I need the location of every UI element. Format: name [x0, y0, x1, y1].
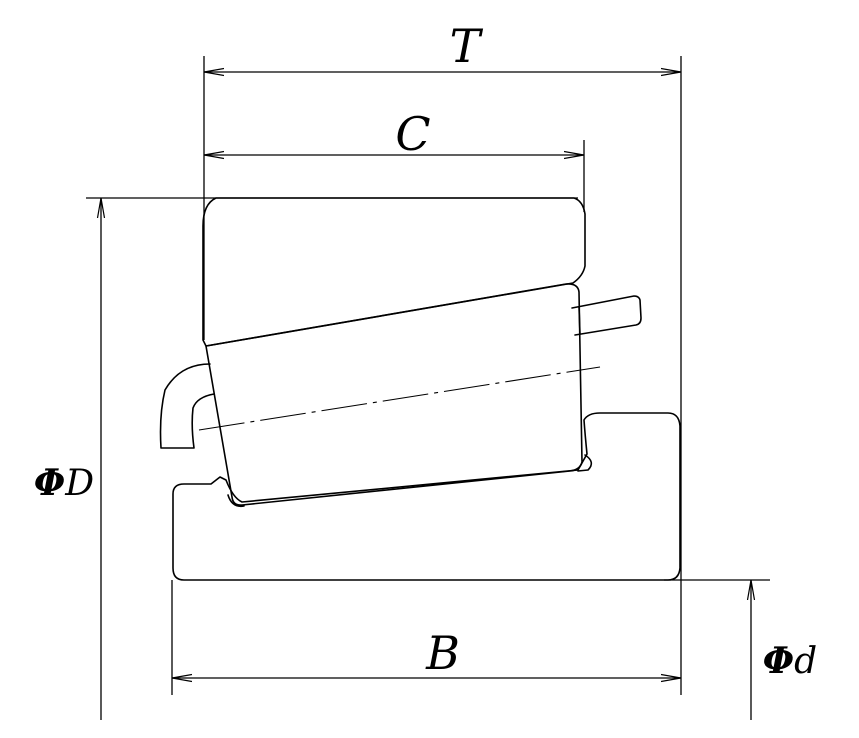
label-d-bore: d — [794, 641, 817, 682]
dimension-lines — [101, 72, 751, 720]
cage-right-tab-edge — [578, 306, 581, 335]
inner-ring-fillet — [577, 454, 593, 472]
label-t: T — [450, 19, 484, 73]
label-outer-diameter: ΦD — [34, 462, 94, 504]
label-d-outer: D — [64, 463, 94, 504]
label-bore-diameter: Φd — [763, 640, 817, 682]
label-c: C — [395, 107, 430, 161]
outer-ring — [202, 197, 586, 347]
roller-centerline — [198, 366, 601, 431]
label-phi-outer: Φ — [34, 462, 65, 504]
cage-left-hook — [159, 363, 215, 449]
cage-right-tab — [571, 295, 642, 336]
tapered-roller — [205, 283, 583, 506]
label-phi-bore: Φ — [763, 640, 794, 682]
bearing-body — [159, 197, 681, 581]
roller-fillet — [227, 494, 245, 508]
label-b: B — [425, 626, 460, 680]
inner-ring — [172, 412, 681, 581]
